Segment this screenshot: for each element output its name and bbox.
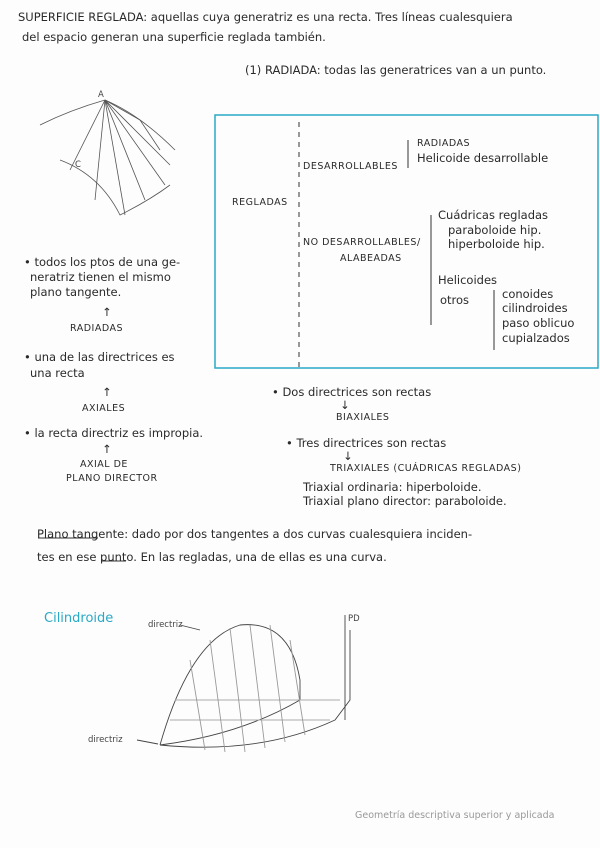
tree-item: RADIADAS: [417, 138, 471, 149]
note-result: RADIADAS: [70, 323, 124, 334]
note-result: AXIAL DE: [80, 459, 128, 470]
intro-line-1: SUPERFICIE REGLADA: aquellas cuya genera…: [18, 10, 513, 24]
note-text: • Dos directrices son rectas: [272, 385, 432, 399]
note-text: una recta: [30, 366, 85, 380]
point-label-a: A: [98, 90, 104, 100]
term: Plano tangente: [37, 527, 125, 541]
cilindroide-sketch: [136, 615, 351, 753]
note-result: TRIAXIALES (CUÁDRICAS REGLADAS): [330, 463, 522, 474]
note-result: PLANO DIRECTOR: [66, 473, 158, 484]
radiada-definition: (1) RADIADA: todas las generatrices van …: [245, 63, 547, 77]
label-directriz: directriz: [148, 620, 183, 630]
tree-desarrollables: DESARROLLABLES: [303, 161, 398, 172]
tree-item: paso oblicuo: [502, 316, 575, 330]
note-text: • todos los ptos de una ge-: [24, 255, 181, 269]
underline: [38, 537, 126, 562]
arrow-up-icon: ↑: [102, 305, 112, 319]
tree-root: REGLADAS: [232, 197, 288, 208]
tree-alabeadas: ALABEADAS: [340, 253, 402, 264]
tree-no-desarrollables: NO DESARROLLABLES/: [303, 237, 421, 248]
label-pd: PD: [348, 614, 360, 624]
arrow-up-icon: ↑: [102, 385, 112, 399]
intro-line-2: del espacio generan una superficie regla…: [22, 30, 326, 44]
definition: : dado por dos tangentes a dos curvas cu…: [124, 527, 473, 541]
note-text: Triaxial ordinaria: hiperboloide.: [303, 480, 482, 494]
label-directriz: directriz: [88, 735, 123, 745]
arrow-down-icon: ↓: [340, 398, 350, 412]
note-text: • una de las directrices es: [24, 350, 175, 364]
note-text: • Tres directrices son rectas: [286, 436, 447, 450]
tree-cuadricas: Cuádricas regladas: [438, 208, 549, 222]
arrow-up-icon: ↑: [102, 442, 112, 456]
footer: Geometría descriptiva superior y aplicad…: [355, 810, 555, 821]
radiada-sketch: [39, 99, 176, 216]
plano-tangente-line-1: Plano tangente: dado por dos tangentes a…: [37, 527, 472, 541]
tree-item: Helicoide desarrollable: [417, 151, 549, 165]
classification-box: [214, 114, 599, 369]
note-result: AXIALES: [82, 403, 126, 414]
plano-tangente-line-2: tes en ese punto. En las regladas, una d…: [37, 550, 387, 564]
note-text: • la recta directriz es impropia.: [24, 426, 204, 440]
note-text: neratriz tienen el mismo: [30, 270, 171, 284]
curve-label-c: C: [75, 160, 81, 170]
arrow-down-icon: ↓: [343, 449, 353, 463]
note-text: Triaxial plano director: paraboloide.: [303, 494, 507, 508]
tree-item: conoides: [502, 287, 554, 301]
cilindroide-title: Cilindroide: [44, 611, 114, 626]
tree-item: paraboloide hip.: [448, 223, 542, 237]
note-result: BIAXIALES: [336, 412, 390, 423]
tree-helicoides: Helicoides: [438, 273, 498, 287]
tree-item: hiperboloide hip.: [448, 237, 545, 251]
tree-item: cupialzados: [502, 331, 570, 345]
tree-otros: otros: [440, 293, 470, 307]
note-text: plano tangente.: [30, 285, 122, 299]
tree-item: cilindroides: [502, 301, 568, 315]
